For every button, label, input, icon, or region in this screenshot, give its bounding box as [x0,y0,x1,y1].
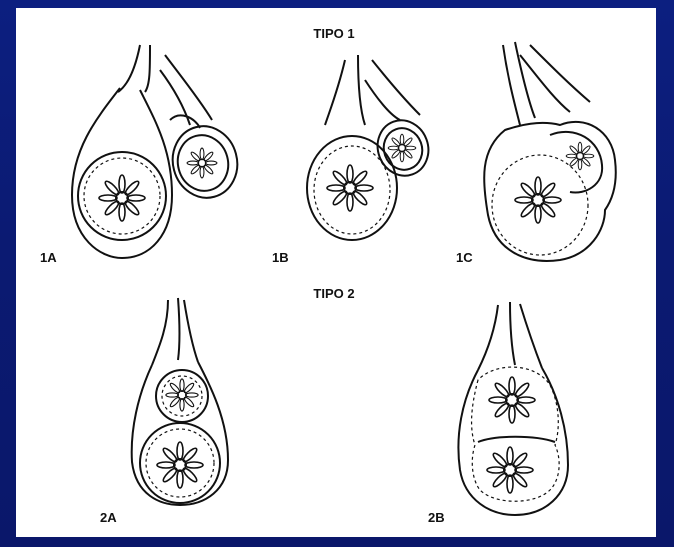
figure-1a [72,45,245,258]
heading-tipo-1: TIPO 1 [313,26,354,41]
label-1c: 1C [456,250,473,265]
label-2a: 2A [100,510,117,525]
label-1b: 1B [272,250,289,265]
label-2b: 2B [428,510,445,525]
heading-tipo-2: TIPO 2 [313,286,354,301]
embryo-2a-small [166,379,198,411]
embryo-1b-small [388,134,416,162]
figure-2b [458,302,568,515]
figure-1c [484,42,616,261]
embryo-1c-small [566,142,594,170]
label-1a: 1A [40,250,57,265]
figure-1b [307,55,436,240]
